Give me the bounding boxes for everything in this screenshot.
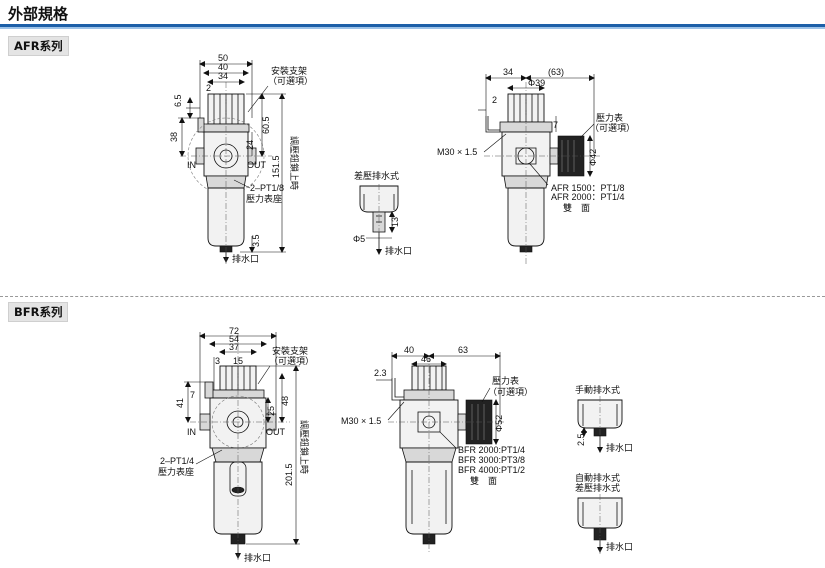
bfr-front-out-label: OUT [266,427,286,437]
bfr-side-dim-2-3: 2.3 [374,368,387,378]
afr-front-drain-dim: 3.5 [251,234,261,247]
bfr-side-port-note-3: BFR 4000:PT1/2 [458,465,525,475]
bfr-side-view: 40 63 46 2.3 Φ52 M30 × 1.5 壓力表 （可選項） BFR… [341,345,533,552]
afr-front-drain-label: 排水口 [232,253,259,264]
afr-side-dim-7: 7 [553,120,558,130]
afr-side-gauge-note-2: （可選項） [590,123,635,133]
bfr-manual-drain-label: 排水口 [606,442,633,453]
bfr-front-gauge-port-1: 2–PT1/4 [160,456,194,466]
bfr-front-bracket-note-2: （可選項） [269,356,314,366]
afr-front-vertical-note: 調壓鈕鎖上時 [289,136,300,190]
bfr-front-dim-48: 48 [280,396,290,406]
bfr-auto-drain-label: 排水口 [606,541,633,552]
bfr-front-dim-54: 54 [229,334,239,344]
afr-side-thread: M30 × 1.5 [437,147,477,157]
bfr-front-in-label: IN [187,427,196,437]
bfr-side-dim-phi52: Φ52 [494,415,504,432]
bfr-side-port-note-1: BFR 2000:PT1/4 [458,445,525,455]
bfr-front-dim-3: 3 [215,356,220,366]
bfr-front-dim-25: 25 [266,406,276,416]
afr-side-dim-2: 2 [492,95,497,105]
bfr-front-gauge-port-2: 壓力表座 [158,466,194,477]
section-divider [0,296,825,297]
bfr-manual-title: 手動排水式 [575,384,620,395]
afr-diff-drain-view: 差壓排水式 13 Φ5 排水口 [353,170,412,256]
afr-front-in-label: IN [187,160,196,170]
afr-front-dim-6-5: 6.5 [173,94,183,107]
bfr-front-dim-72: 72 [229,326,239,336]
bfr-side-port-note-2: BFR 3000:PT3/8 [458,455,525,465]
bfr-side-dim-46: 46 [421,354,431,364]
page-header: 外部規格 [0,0,825,29]
bfr-side-thread: M30 × 1.5 [341,416,381,426]
bfr-manual-dim: 2.5 [576,433,586,446]
bfr-front-dim-41: 41 [175,398,185,408]
bfr-auto-drain-view: 自動排水式 差壓排水式 排水口 [575,472,633,554]
bfr-front-view: 72 54 37 3 15 7 41 IN OUT 25 48 201.5 調壓… [158,326,314,563]
bfr-series-tab: BFR系列 [8,302,69,322]
page-title: 外部規格 [8,5,69,23]
afr-side-port-note-1: AFR 1500：PT1/8 [551,183,625,193]
afr-front-dim-24: 24 [245,140,255,150]
bfr-side-gauge-note-2: （可選項） [488,387,533,397]
bfr-front-dim-37: 37 [229,342,239,352]
afr-diff-dim-13: 13 [390,217,400,227]
afr-series-tab: AFR系列 [8,36,69,56]
afr-front-dim-38: 38 [169,132,179,142]
bfr-front-dim-7: 7 [190,390,195,400]
afr-diff-drain-label: 排水口 [385,245,412,256]
bfr-auto-title-2: 差壓排水式 [575,482,620,493]
afr-side-dim-34: 34 [503,67,513,77]
bfr-front-dim-201-5: 201.5 [284,463,294,486]
afr-front-dim-151-5: 151.5 [271,155,281,178]
afr-side-gauge-note-1: 壓力表 [596,112,623,123]
afr-front-dim-34: 34 [218,71,228,81]
bfr-front-drain-label: 排水口 [244,552,271,563]
header-rule [0,24,825,27]
afr-front-dim-40: 40 [218,62,228,72]
afr-side-dim-phi42: Φ42 [588,149,598,166]
afr-front-view: 50 40 34 2 6.5 38 IN OUT 60.5 24 151.5 調… [169,53,313,266]
bfr-side-dim-40: 40 [404,345,414,355]
afr-side-dim-phi39: Φ39 [528,78,545,88]
afr-diff-title: 差壓排水式 [354,170,399,181]
bfr-auto-title-1: 自動排水式 [575,472,620,483]
bfr-side-face-label: 雙 面 [470,475,497,486]
bfr-front-vertical-note: 調壓鈕鎖上時 [299,420,310,474]
afr-front-gauge-port-1: 2–PT1/8 [250,183,284,193]
afr-front-gauge-port-2: 壓力表座 [246,193,282,204]
afr-front-out-label: OUT [247,160,267,170]
afr-side-view: 34 (63) Φ39 2 7 Φ42 M30 × 1.5 壓力表 （可選項） … [437,67,635,264]
afr-side-port-note-2: AFR 2000：PT1/4 [551,192,625,202]
afr-side-face-label: 雙 面 [563,202,590,213]
bfr-side-gauge-note-1: 壓力表 [492,375,519,386]
afr-front-dim-60-5: 60.5 [261,116,271,134]
afr-front-bracket-note-2: （可選項） [268,76,313,86]
afr-diff-dim-phi5: Φ5 [353,234,365,244]
bfr-front-dim-15: 15 [233,356,243,366]
bfr-side-dim-63: 63 [458,345,468,355]
bfr-front-bracket-note-1: 安裝支架 [272,345,308,356]
afr-side-dim-63: (63) [548,67,564,77]
afr-front-dim-2: 2 [206,83,211,93]
afr-front-bracket-note-1: 安裝支架 [271,65,307,76]
header-rule-light [0,27,825,29]
bfr-manual-drain-view: 手動排水式 2.5 排水口 [575,384,633,453]
afr-front-dim-50: 50 [218,53,228,63]
